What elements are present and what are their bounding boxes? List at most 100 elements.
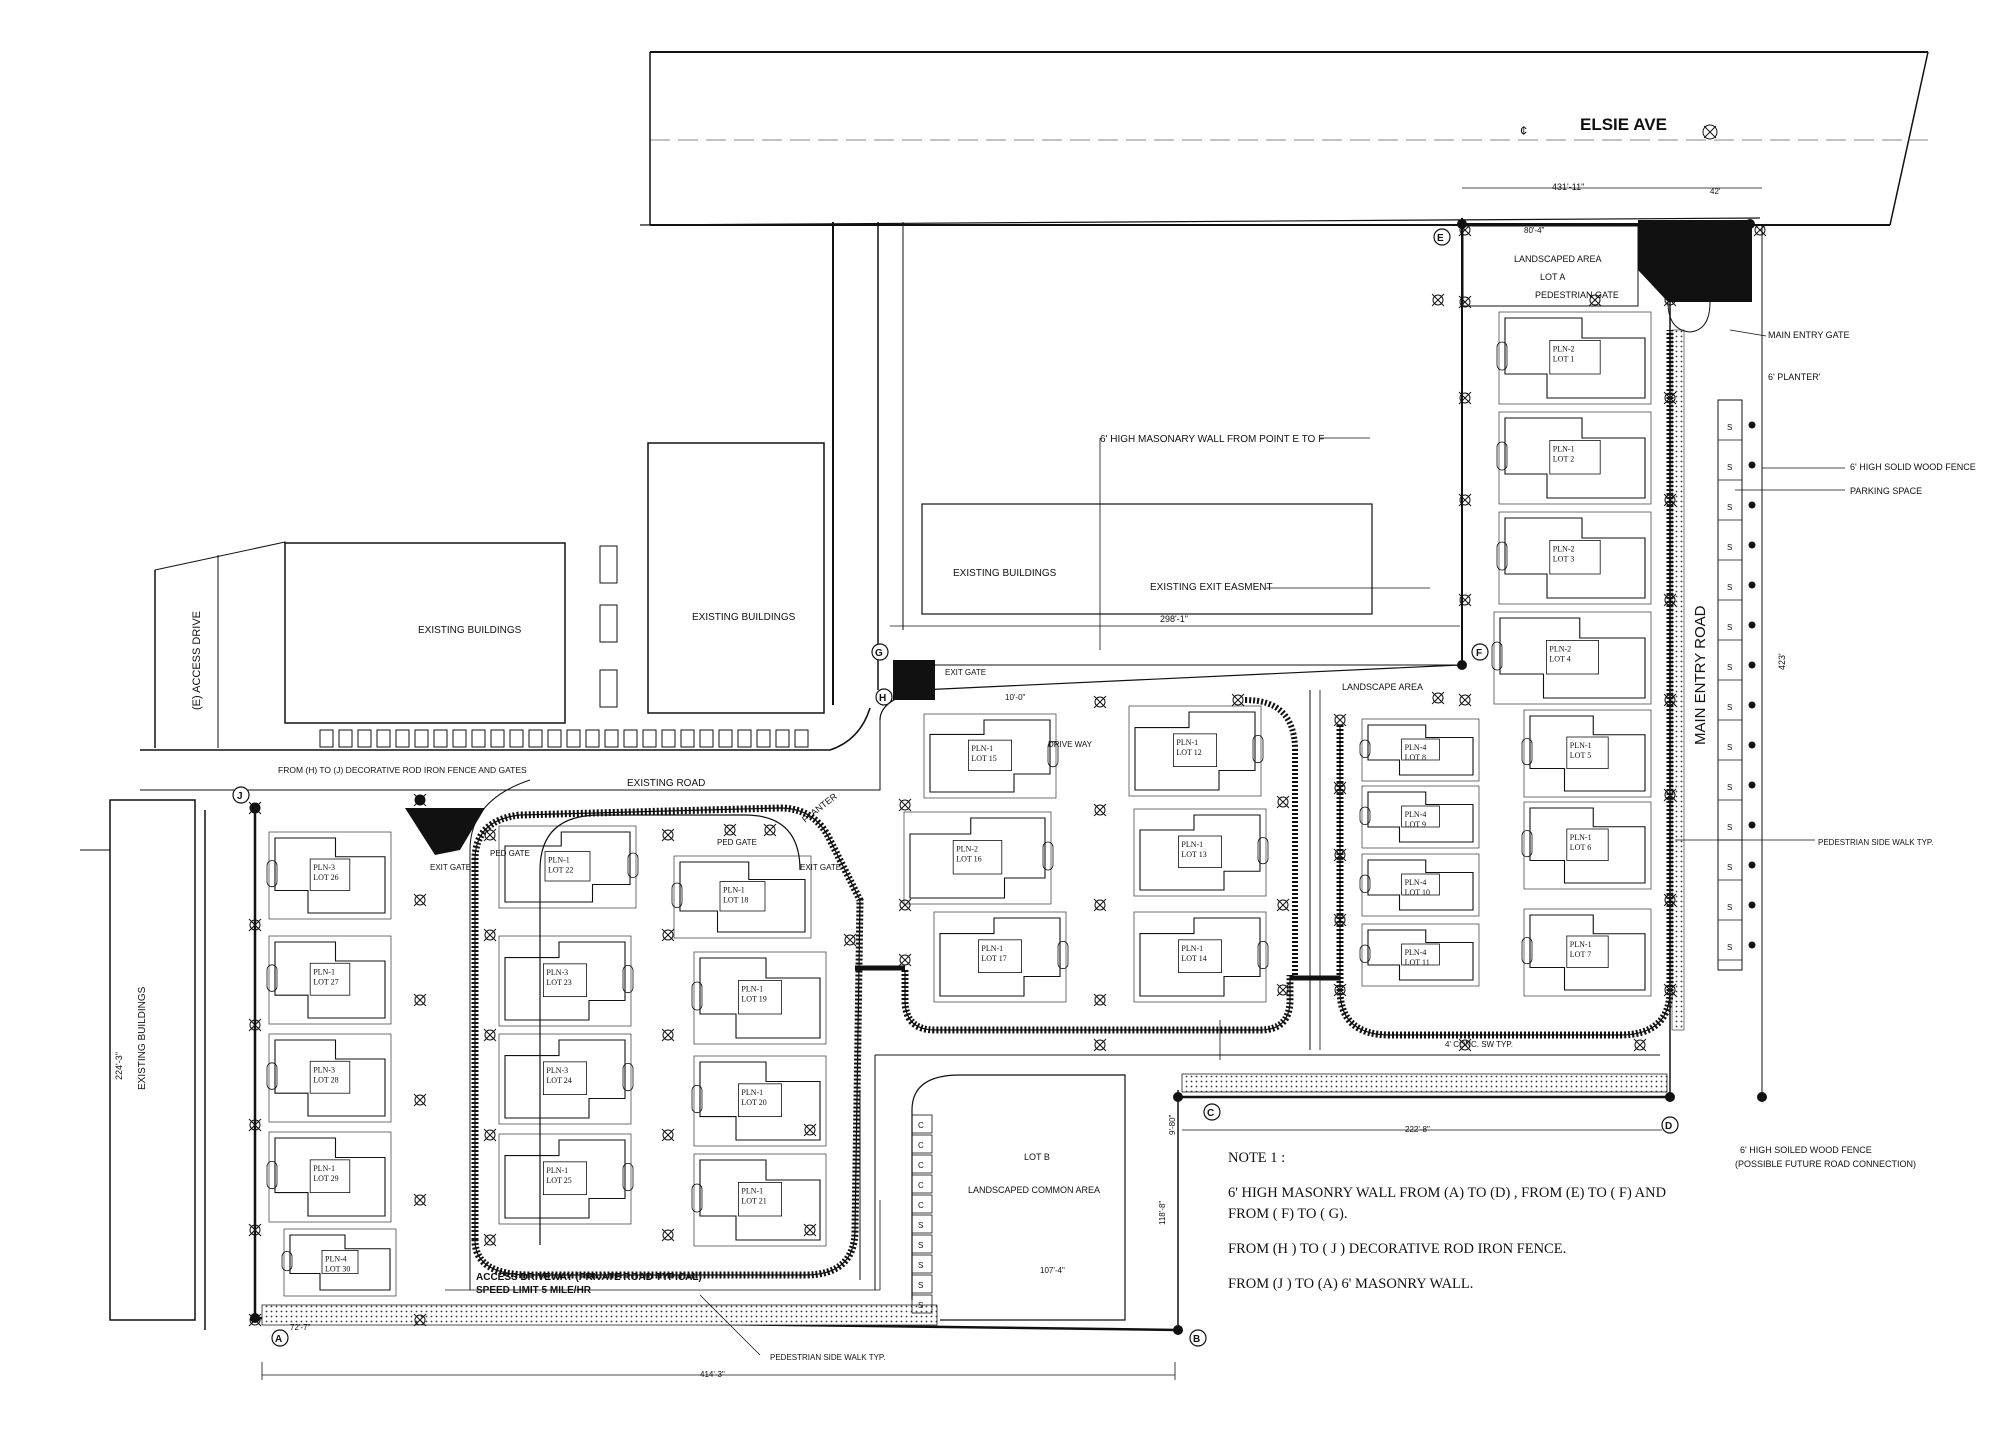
lot-number-label: LOT 15 — [971, 754, 996, 763]
fence-post-icon — [1748, 421, 1756, 429]
survey-marker-icon — [1333, 913, 1347, 927]
house-footprint — [929, 719, 1051, 793]
lot-number-label: LOT 24 — [546, 1076, 571, 1085]
svg-text:C: C — [1207, 1108, 1214, 1119]
survey-marker-icon — [413, 993, 427, 1007]
lot-number-label: LOT 3 — [1553, 554, 1574, 563]
existing-buildings-label-3: EXISTING BUILDINGS — [953, 568, 1057, 579]
survey-marker-icon — [661, 1028, 675, 1042]
exit-gate-mid-label: EXIT GATE — [800, 863, 841, 872]
lot-b-label: LOT B — [1024, 1152, 1050, 1162]
parking-mark: S — [1727, 503, 1732, 512]
survey-marker-icon — [803, 1223, 817, 1237]
survey-marker-icon — [483, 928, 497, 942]
parking-mark: S — [1727, 783, 1732, 792]
house-footprint — [289, 1234, 391, 1291]
existing-parking-stripes — [319, 729, 809, 748]
house-footprint — [1529, 914, 1646, 991]
parking-mark: S — [1727, 423, 1732, 432]
survey-marker-icon — [661, 1128, 675, 1142]
existing-road — [140, 707, 881, 791]
wall-post-icon — [1173, 1092, 1183, 1102]
house-footprint — [699, 1061, 821, 1141]
lot-plan-label: PLN-1 — [313, 1164, 335, 1173]
survey-marker-icon — [843, 933, 857, 947]
house-footprint — [699, 1159, 821, 1241]
fence-post-icon — [1748, 501, 1756, 509]
dim-top-lot-a: 80'-4" — [1524, 226, 1545, 235]
survey-marker-icon — [661, 928, 675, 942]
house-footprint — [1504, 517, 1646, 599]
lot-b-outline — [911, 1074, 1126, 1321]
lot-plan-label: PLN-1 — [1181, 944, 1203, 953]
lot-number-label: LOT 30 — [325, 1264, 350, 1273]
svg-text:J: J — [237, 791, 243, 802]
survey-marker-icon — [1276, 983, 1290, 997]
survey-marker-icon — [483, 1128, 497, 1142]
survey-marker-icon — [898, 898, 912, 912]
parking-mark: S — [1727, 463, 1732, 472]
parking-mark: S — [1727, 943, 1732, 952]
dim-lot-b-edge: 9'-80" — [1168, 1114, 1177, 1135]
existing-road-label: EXISTING ROAD — [627, 778, 705, 789]
wall-post-icon — [1457, 219, 1467, 229]
lot-plan-label: PLN-1 — [741, 1186, 763, 1195]
lot-plan-label: PLN-1 — [1570, 741, 1592, 750]
survey-marker-icon — [248, 918, 262, 932]
lot-number-label: LOT 19 — [741, 994, 766, 1003]
lot-plan-label: PLN-1 — [1176, 738, 1198, 747]
dim-top: 431'-11" — [1552, 182, 1584, 192]
house-footprint — [1504, 417, 1646, 499]
survey-marker-icon — [1093, 695, 1107, 709]
house-footprint — [274, 1039, 386, 1117]
existing-buildings-box — [921, 503, 1373, 615]
house-footprint — [274, 941, 386, 1019]
wall-post-icon — [1173, 1325, 1183, 1335]
lot-plan-label: PLN-4 — [1405, 743, 1427, 752]
landscaped-common-area-label: LANDSCAPED COMMON AREA — [968, 1185, 1100, 1195]
lot-number-label: LOT 11 — [1405, 958, 1430, 967]
exit-gate-top-label: EXIT GATE — [945, 668, 986, 677]
fence-post-icon — [1748, 861, 1756, 869]
house-footprint — [504, 941, 626, 1021]
survey-marker-icon — [803, 1123, 817, 1137]
point-f: F — [1471, 643, 1489, 661]
lot-number-label: LOT 20 — [741, 1098, 766, 1107]
soiled-wood-fence-label: 6' HIGH SOILED WOOD FENCE — [1740, 1145, 1872, 1155]
survey-marker-icon — [898, 953, 912, 967]
parking-mark: S — [1727, 703, 1732, 712]
survey-marker-icon — [1093, 993, 1107, 1007]
lot-plan-label: PLN-1 — [1553, 444, 1575, 453]
parking-mark: S — [1727, 543, 1732, 552]
existing-buildings-south-west — [80, 799, 206, 1330]
svg-text:E: E — [1437, 233, 1444, 244]
lot-plan-label: PLN-1 — [1570, 940, 1592, 949]
lot-number-label: LOT 26 — [313, 873, 338, 882]
lot-number-label: LOT 29 — [313, 1174, 338, 1183]
survey-marker-icon — [1333, 781, 1347, 795]
access-drive-label: (E) ACCESS DRIVE — [191, 611, 203, 710]
landscaped-area-label: LANDSCAPED AREA — [1514, 254, 1602, 264]
note-line-1: 6' HIGH MASONRY WALL FROM (A) TO (D) , F… — [1228, 1185, 1667, 1223]
fence-post-icon — [1748, 461, 1756, 469]
house-footprint — [939, 917, 1061, 997]
parking-mark: S — [1727, 863, 1732, 872]
drive-way-label: DRIVE WAY — [1048, 740, 1093, 749]
survey-marker-icon — [248, 1118, 262, 1132]
survey-marker-icon — [1458, 493, 1472, 507]
house-footprint — [1139, 917, 1261, 997]
survey-marker-icon — [763, 823, 777, 837]
